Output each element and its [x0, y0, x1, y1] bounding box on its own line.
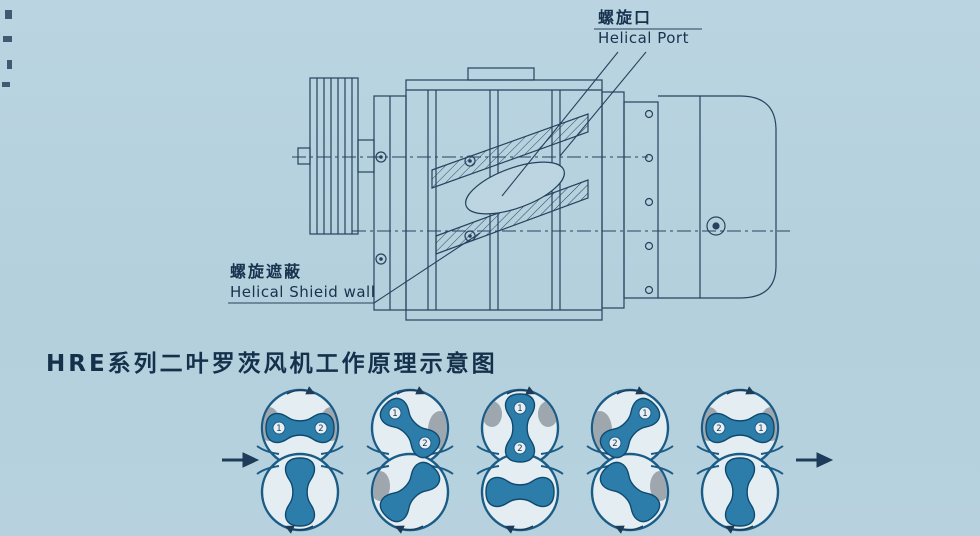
leader-lines	[228, 28, 702, 304]
rotor-stage-2: 1 2	[366, 386, 454, 534]
rotor-markers: 2 1	[712, 421, 768, 435]
rotation-arrow-top	[616, 386, 646, 395]
svg-text:2: 2	[318, 424, 323, 434]
drive-pulley	[297, 77, 375, 235]
helical-shield-label-en: Helical Shieid wall	[230, 282, 376, 301]
rotor-markers: 1 2	[388, 406, 432, 450]
rotation-arrow-top	[286, 386, 316, 395]
outlet-arrow	[796, 452, 834, 468]
helical-port-label-cn: 螺旋口	[598, 8, 653, 27]
rotor-markers: 1 2	[272, 421, 328, 435]
svg-text:2: 2	[716, 424, 721, 434]
rotation-arrow-bottom	[394, 525, 424, 534]
rotor-stage-5: 2 1	[696, 386, 784, 534]
helical-port-label-en: Helical Port	[598, 28, 689, 47]
rotation-arrow-top	[726, 386, 756, 395]
casing	[586, 388, 674, 532]
rotation-arrow-bottom	[284, 525, 314, 534]
svg-text:1: 1	[276, 424, 281, 434]
casing	[366, 388, 454, 532]
gear-housing	[373, 95, 407, 311]
rotor-bore-lens	[465, 161, 565, 215]
svg-text:1: 1	[642, 409, 647, 419]
helical-port-label: 螺旋口 Helical Port	[598, 8, 689, 48]
rotor-markers: 1 2	[513, 401, 527, 455]
helical-shield-label: 螺旋遮蔽 Helical Shieid wall	[230, 262, 375, 302]
rotation-arrow-top	[396, 386, 426, 395]
svg-text:2: 2	[612, 439, 617, 449]
rotation-arrow-top	[506, 386, 536, 395]
svg-text:1: 1	[517, 404, 522, 414]
helical-port-hatch	[431, 113, 589, 255]
working-principle-stages: 1 2 1 2	[245, 380, 795, 536]
scan-artifacts	[2, 10, 12, 87]
svg-text:2: 2	[517, 444, 522, 454]
rotation-arrow-bottom	[504, 525, 534, 534]
helical-shield-label-cn: 螺旋遮蔽	[230, 262, 303, 281]
rotor-markers: 2 1	[608, 406, 652, 450]
rotation-arrow-bottom	[724, 525, 754, 534]
rotor-stage-3: 1 2	[476, 386, 564, 534]
svg-text:1: 1	[392, 409, 397, 419]
diagram-title: HRE系列二叶罗茨风机工作原理示意图	[46, 351, 498, 377]
inlet-arrow	[222, 452, 260, 468]
rotor-stage-4: 2 1	[586, 386, 674, 534]
svg-text:1: 1	[758, 424, 763, 434]
rotor-stage-1: 1 2	[256, 386, 344, 534]
rotation-arrow-bottom	[614, 525, 644, 534]
discharge-flange	[601, 91, 777, 309]
svg-text:2: 2	[422, 439, 427, 449]
